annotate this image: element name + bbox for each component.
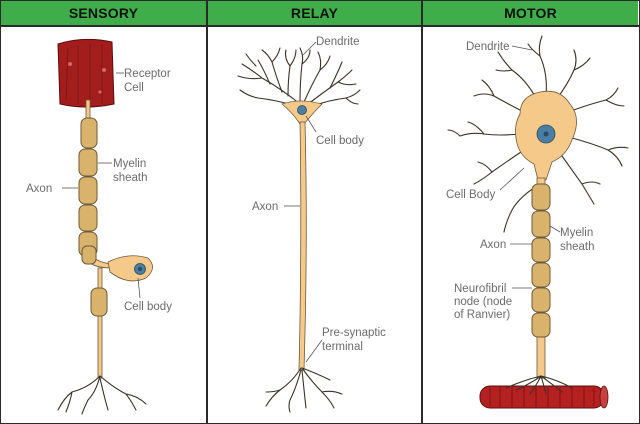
relay-neuron: Dendrite Cell body Axon Pre-synaptic ter… — [237, 36, 389, 413]
motor-dendrites — [447, 35, 629, 233]
relay-dendrite-label: Dendrite — [316, 36, 359, 48]
receptor-cell — [57, 38, 115, 108]
motor-myelin-sheath — [531, 183, 551, 338]
sensory-title: SENSORY — [68, 5, 139, 21]
sensory-cell-body — [107, 255, 153, 282]
relay-presynaptic-terminal — [265, 367, 343, 413]
relay-dendrites — [237, 47, 361, 107]
motor-cell-body-label: Cell Body — [446, 189, 495, 201]
sensory-cell-body-label: Cell body — [124, 301, 172, 313]
motor-terminal — [505, 375, 573, 395]
motor-myelin-label: Myelin sheath — [560, 227, 596, 253]
receptor-cell-label-line1: Receptor — [124, 68, 171, 80]
column-divider-1 — [206, 0, 208, 424]
muscle-fiber — [479, 385, 609, 409]
relay-labels: Dendrite Cell body Axon Pre-synaptic ter… — [252, 36, 389, 363]
relay-header: RELAY — [208, 1, 421, 25]
sensory-labels: Receptor Cell Myelin sheath Axon Cell bo… — [26, 68, 174, 313]
receptor-cell-label: Receptor Cell — [124, 68, 174, 94]
column-divider-2 — [421, 0, 423, 424]
relay-title: RELAY — [290, 5, 339, 21]
sensory-header: SENSORY — [1, 1, 206, 25]
sensory-axon-label: Axon — [26, 183, 52, 195]
receptor-cell-label-line2: Cell — [124, 82, 144, 94]
sensory-myelin-label: Myelin sheath — [113, 158, 149, 184]
motor-header: MOTOR — [423, 1, 638, 25]
header-divider — [0, 25, 640, 27]
motor-node-label: Neurofibril node (node of Ranvier) — [454, 283, 515, 321]
motor-labels: Dendrite Cell Body Myelin sheath Axon Ne… — [446, 41, 596, 321]
sensory-neuron: Receptor Cell Myelin sheath Axon Cell bo… — [26, 38, 174, 415]
relay-terminal-label: Pre-synaptic terminal — [322, 327, 389, 353]
relay-axon-label: Axon — [252, 201, 278, 213]
sensory-terminal — [57, 375, 147, 415]
motor-title: MOTOR — [504, 5, 557, 21]
motor-axon-label: Axon — [480, 239, 506, 251]
motor-dendrite-label: Dendrite — [466, 41, 509, 53]
motor-neuron: Dendrite Cell Body Myelin sheath Axon Ne… — [446, 35, 629, 409]
relay-cell-body-label: Cell body — [316, 135, 364, 147]
relay-axon — [298, 121, 307, 371]
sensory-myelin-sheath — [78, 117, 98, 265]
relay-nucleus — [297, 105, 307, 115]
